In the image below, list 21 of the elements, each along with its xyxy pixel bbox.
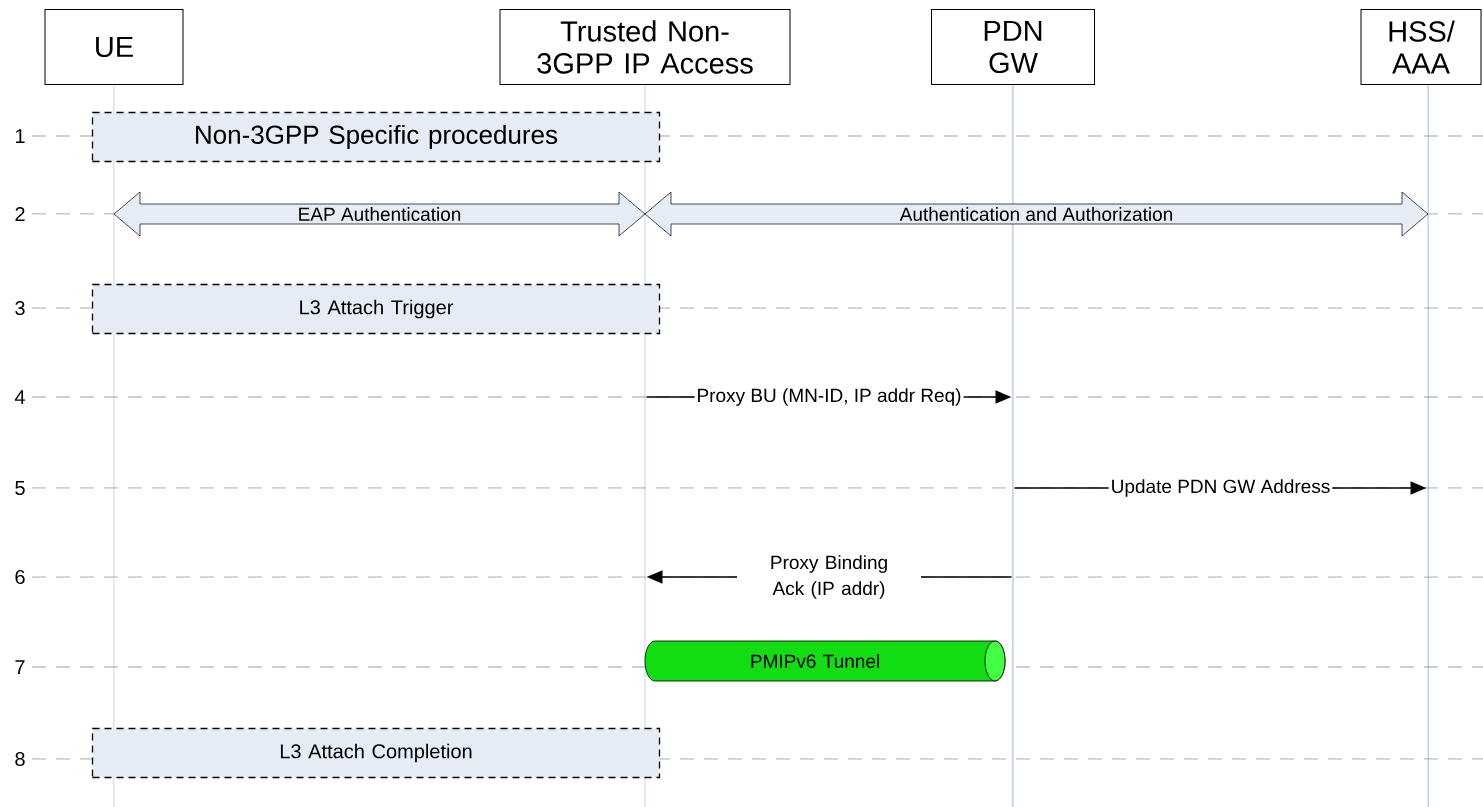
step-number: 8: [13, 750, 27, 768]
step-number: 2: [13, 206, 27, 222]
participant-box: PDN GW: [931, 9, 1095, 85]
step-number: 3: [13, 299, 27, 317]
message-label: Update PDN GW Address: [1108, 477, 1333, 499]
message-label: Proxy Binding Ack (IP addr): [737, 553, 921, 601]
step-number: 1: [13, 128, 27, 144]
message-label: Authentication and Authorization: [897, 205, 1176, 223]
participant-box: Trusted Non-3GPP IP Access: [499, 9, 791, 85]
step-number: 4: [13, 389, 27, 405]
procedure-box: L3 Attach Trigger: [91, 283, 661, 335]
message-label: Proxy BU (MN-ID, IP addr Req): [694, 386, 964, 408]
step-number: 5: [13, 480, 27, 496]
tunnel-cylinder: PMIPv6 Tunnel: [644, 640, 1006, 682]
participant-box: UE: [44, 9, 184, 85]
procedure-box: Non-3GPP Specific procedures: [91, 111, 661, 163]
procedure-box: L3 Attach Completion: [91, 727, 661, 779]
step-number: 6: [13, 568, 27, 586]
participant-box: HSS/ AAA: [1360, 9, 1482, 85]
step-number: 7: [13, 659, 27, 675]
message-label: EAP Authentication: [295, 205, 464, 223]
